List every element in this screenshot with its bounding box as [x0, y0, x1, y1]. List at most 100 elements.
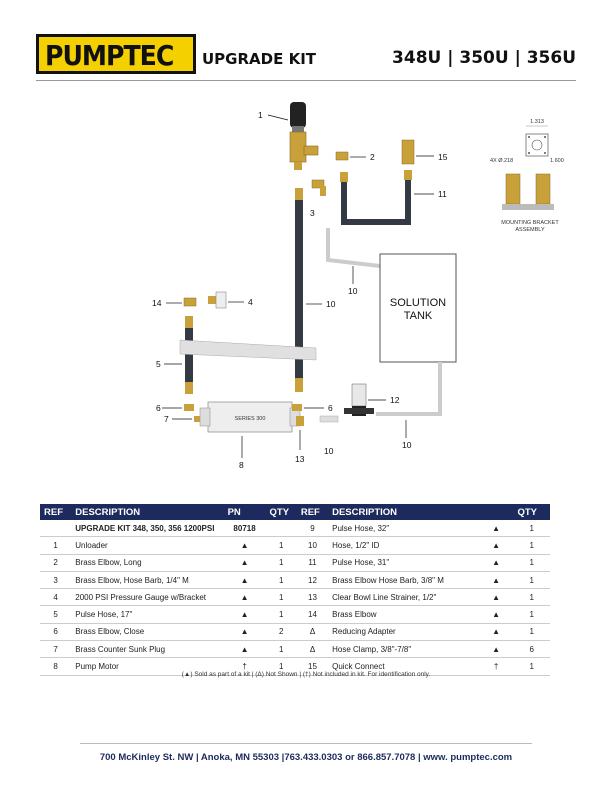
callout-6a: 6 — [156, 403, 161, 413]
pulse-hose-31-part — [341, 176, 411, 225]
tank-label-line2: TANK — [404, 310, 433, 322]
header-description-2: DESCRIPTION — [328, 504, 479, 520]
cell-qty2: 1 — [529, 558, 534, 568]
cell-ref: 6 — [53, 627, 58, 637]
cell-desc2: Pulse Hose, 31" — [332, 558, 390, 568]
bracket-label-line2: ASSEMBLY — [515, 227, 545, 233]
cell-ref2: 12 — [308, 575, 317, 585]
cell-ref: 5 — [53, 610, 58, 620]
callout-6b: 6 — [328, 403, 333, 413]
tank-label-line1: SOLUTION — [390, 297, 446, 309]
cell-ref: 7 — [53, 644, 58, 654]
header-blank — [478, 504, 514, 520]
cell-pn: † — [242, 662, 247, 672]
cell-ref2: 14 — [308, 610, 317, 620]
cell-desc: Brass Elbow, Hose Barb, 1/4" M — [75, 575, 189, 585]
callout-1: 1 — [258, 110, 263, 120]
cell-pn2: ▲ — [492, 575, 501, 585]
cell-pn: ▲ — [240, 610, 249, 620]
bracket-label-line1: MOUNTING BRACKET — [501, 220, 559, 226]
cell-pn: 80718 — [233, 523, 256, 533]
callout-15: 15 — [438, 152, 448, 162]
header-ref: REF — [40, 504, 72, 520]
cell-qty2: 1 — [529, 540, 534, 550]
table-row: UPGRADE KIT 348, 350, 356 1200PSI 80718 … — [40, 520, 550, 537]
footer-contact: 700 McKinley St. NW | Anoka, MN 55303 |7… — [99, 752, 513, 763]
cell-desc: Brass Elbow, Close — [75, 627, 145, 637]
quick-connect-part — [401, 139, 415, 165]
cell-desc2: Brass Elbow — [332, 610, 377, 620]
cell-desc2: Clear Bowl Line Strainer, 1/2" — [332, 592, 437, 602]
cell-qty2: 1 — [529, 575, 534, 585]
pressure-gauge-part — [208, 291, 227, 309]
callout-14: 14 — [152, 298, 162, 308]
table-row: 6 Brass Elbow, Close ▲ 2 Δ Reducing Adapter ▲ 1 — [40, 623, 550, 641]
cell-qty2: 6 — [529, 644, 534, 654]
cell-qty2: 1 — [529, 627, 534, 637]
unloader-part — [289, 102, 319, 170]
bracket-dim-width: 1.313 — [530, 119, 544, 125]
cell-desc: Pulse Hose, 17" — [75, 610, 133, 620]
legend: (▲) Sold as part of a kit | (Δ) Not Show… — [181, 671, 431, 678]
bracket-dim-holes: 4X Ø.218 — [490, 158, 513, 164]
cell-desc: Unloader — [75, 540, 108, 550]
cell-desc2: Reducing Adapter — [332, 627, 396, 637]
cell-qty: 1 — [278, 540, 284, 550]
callout-7: 7 — [164, 414, 169, 424]
page-title: UPGRADE KIT — [202, 50, 317, 68]
cell-pn2: ▲ — [492, 644, 501, 654]
cell-qty2: 1 — [529, 592, 534, 602]
header: PUMPTEC UPGRADE KIT 348U | 350U | 356U — [36, 34, 576, 82]
cell-qty: 1 — [278, 610, 284, 620]
brass-elbow-hose-barb-part — [296, 416, 304, 426]
header-qty: QTY — [265, 504, 297, 520]
cell-qty: 2 — [278, 627, 284, 637]
brass-elbow-part — [183, 297, 197, 307]
callout-5: 5 — [156, 359, 161, 369]
cell-qty: 1 — [278, 662, 284, 672]
cell-qty2: 1 — [529, 610, 534, 620]
cell-desc-2: Pulse Hose, 32" — [332, 523, 390, 533]
cell-pn2: † — [493, 662, 499, 672]
parts-table: REF DESCRIPTION PN QTY REF DESCRIPTION Q… — [40, 504, 550, 676]
callout-10c: 10 — [402, 440, 412, 450]
brass-elbow-close-right — [292, 404, 302, 411]
mounting-bracket-assembly: 1.313 1.600 4X Ø.218 — [490, 119, 564, 210]
cell-pn: ▲ — [240, 627, 249, 637]
cell-ref — [40, 520, 71, 537]
callout-10a: 10 — [348, 286, 358, 296]
hose-barb-elbow-part — [311, 179, 325, 189]
brass-elbow-long-part — [335, 151, 349, 161]
cell-pn2: ▲ — [492, 627, 501, 637]
cell-pn: ▲ — [240, 558, 249, 568]
header-ref-2: REF — [296, 504, 329, 520]
cell-desc: 2000 PSI Pressure Gauge w/Bracket — [75, 592, 206, 602]
cell-qty: 1 — [278, 592, 284, 602]
header-divider — [36, 80, 576, 81]
cell-pn: ▲ — [240, 540, 249, 550]
callout-9: 10 — [326, 299, 336, 309]
callout-2: 2 — [370, 152, 375, 162]
pulse-hose-17-part — [185, 328, 193, 386]
line-strainer-part — [344, 383, 374, 416]
cell-pn2: ▲ — [492, 540, 501, 550]
table-header-row: REF DESCRIPTION PN QTY REF DESCRIPTION Q… — [40, 504, 550, 520]
cell-ref2: 10 — [308, 540, 317, 550]
cell-ref2: Δ — [309, 627, 316, 637]
cell-qty: 1 — [278, 575, 284, 585]
cell-qty: 1 — [278, 558, 284, 568]
brass-elbow-close-left — [184, 404, 194, 411]
cell-ref2: 13 — [308, 592, 317, 602]
cell-ref2: 11 — [308, 558, 317, 568]
header-description: DESCRIPTION — [71, 504, 224, 520]
header-qty-2: QTY — [513, 504, 550, 520]
footer-divider — [80, 743, 532, 744]
bracket-dim-height: 1.600 — [550, 158, 564, 164]
